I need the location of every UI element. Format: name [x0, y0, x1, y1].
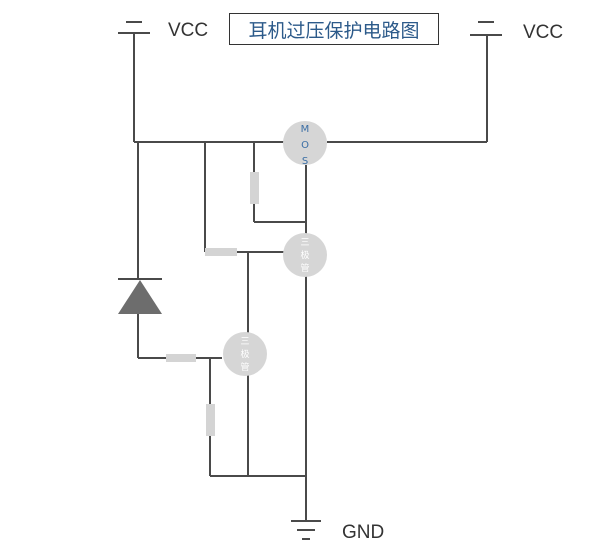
mos-transistor: M O S: [283, 121, 327, 167]
transistor-lower-char-2: 极: [240, 348, 249, 360]
vcc-right-symbol: [327, 21, 502, 143]
vcc-left-label: VCC: [168, 20, 208, 41]
resistor-gate: [250, 172, 259, 204]
resistor-lower-pulldown: [206, 404, 215, 436]
transistor-upper-char-2: 极: [300, 249, 309, 261]
transistor-lower-char-1: 三: [240, 337, 249, 347]
transistor-upper: 三 极 管: [283, 233, 327, 277]
transistor-upper-char-1: 三: [300, 238, 309, 248]
vcc-left-symbol: [118, 21, 150, 142]
mos-letter-s: S: [302, 156, 308, 167]
resistor-upper-base: [205, 248, 237, 256]
vcc-right-label: VCC: [523, 22, 563, 43]
transistor-lower: 三 极 管: [223, 332, 267, 376]
gnd-symbol: [291, 520, 321, 540]
mos-letter-m: M: [301, 124, 310, 135]
transistor-lower-char-3: 管: [240, 361, 249, 373]
mos-letter-o: O: [301, 140, 309, 151]
resistor-lower-base: [166, 354, 196, 362]
transistor-upper-char-3: 管: [300, 262, 309, 274]
diagram-title: 耳机过压保护电路图: [229, 13, 439, 45]
gnd-label: GND: [342, 522, 384, 543]
diode-symbol: [118, 280, 162, 314]
